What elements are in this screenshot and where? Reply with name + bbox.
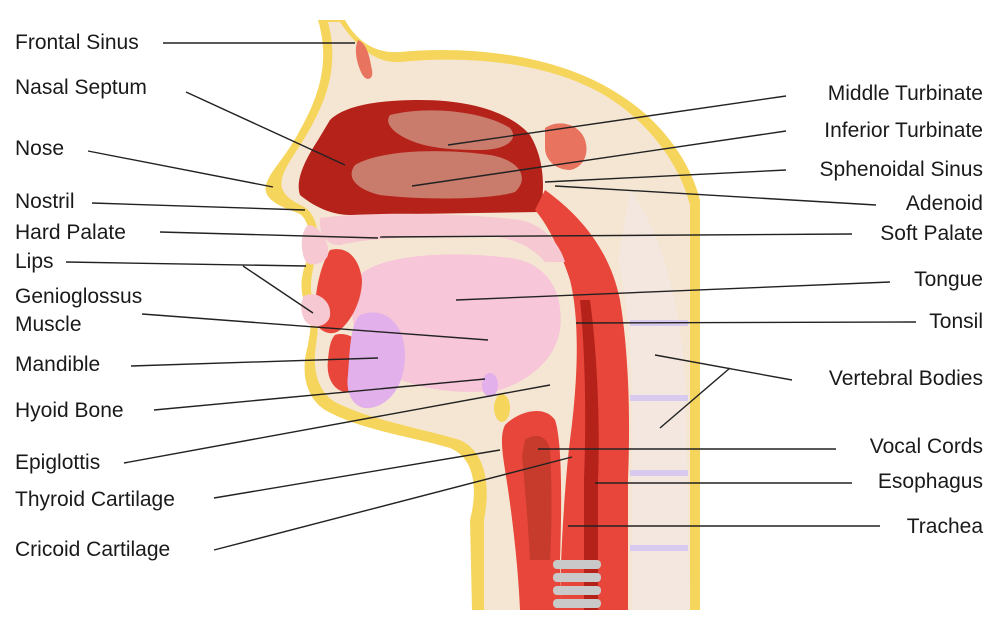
leader-vertebral-lower	[659, 367, 731, 429]
label-tongue: Tongue	[914, 268, 983, 291]
label-nostril: Nostril	[15, 190, 75, 213]
leader-nasal-septum	[185, 91, 346, 166]
label-vertebral-bodies: Vertebral Bodies	[828, 367, 983, 390]
trachea-inner	[522, 435, 552, 560]
label-middle-turbinate: Middle Turbinate	[827, 82, 983, 105]
leader-tongue	[455, 281, 891, 301]
genioglossus-shape	[347, 312, 405, 409]
label-hard-palate: Hard Palate	[15, 221, 126, 244]
leader-vertebral-upper	[654, 354, 793, 381]
label-sphenoidal-sinus: Sphenoidal Sinus	[819, 158, 983, 181]
label-hyoid-bone: Hyoid Bone	[15, 399, 124, 422]
sphenoidal-sinus-shape	[545, 123, 587, 170]
label-genioglossus-line1: Genioglossus	[15, 285, 143, 308]
label-frontal-sinus: Frontal Sinus	[15, 31, 139, 54]
label-cricoid-cartilage: Cricoid Cartilage	[15, 538, 171, 561]
esophagus-inner	[580, 300, 599, 610]
leader-tonsil	[575, 321, 917, 324]
epiglottis-shape	[494, 394, 510, 422]
hyoid-shape	[482, 373, 498, 397]
label-nasal-septum: Nasal Septum	[15, 76, 147, 99]
leader-thyroid-cartilage	[213, 449, 501, 499]
label-genioglossus-line2: Muscle	[15, 313, 82, 336]
leader-sphenoidal-sinus	[544, 169, 787, 183]
leader-cricoid-cartilage	[213, 456, 573, 551]
lips-shape	[301, 225, 329, 265]
leader-inferior-turbinate	[411, 130, 787, 187]
leader-lips-lower	[242, 265, 314, 314]
label-epiglottis: Epiglottis	[15, 451, 101, 474]
leader-middle-turbinate	[447, 95, 787, 146]
leader-epiglottis	[123, 384, 551, 464]
label-adenoid: Adenoid	[905, 192, 983, 215]
label-lips: Lips	[15, 250, 54, 273]
label-nose: Nose	[15, 137, 65, 160]
label-trachea: Trachea	[906, 515, 983, 538]
leader-hyoid	[153, 378, 486, 411]
label-soft-palate: Soft Palate	[880, 222, 983, 245]
label-tonsil: Tonsil	[929, 310, 983, 333]
pharynx-wall	[535, 190, 630, 610]
inferior-turbinate-shape	[351, 151, 522, 199]
leader-genioglossus	[141, 313, 489, 341]
label-inferior-turbinate: Inferior Turbinate	[824, 119, 983, 142]
leader-nose	[87, 150, 274, 188]
label-mandible: Mandible	[15, 353, 101, 376]
lower-lip-shape	[301, 294, 331, 327]
frontal-sinus-shape	[355, 40, 373, 79]
leader-soft-palate	[379, 233, 853, 238]
leader-nostril	[91, 202, 306, 211]
trachea-rings	[553, 560, 601, 608]
label-vocal-cords: Vocal Cords	[869, 435, 983, 458]
leader-adenoid	[554, 185, 877, 206]
leader-mandible	[130, 357, 379, 367]
label-thyroid-cartilage: Thyroid Cartilage	[15, 488, 175, 511]
leader-lips-upper	[65, 261, 307, 267]
hard-palate-shape	[319, 213, 565, 262]
leader-hard-palate	[159, 231, 379, 239]
label-esophagus: Esophagus	[877, 470, 983, 493]
